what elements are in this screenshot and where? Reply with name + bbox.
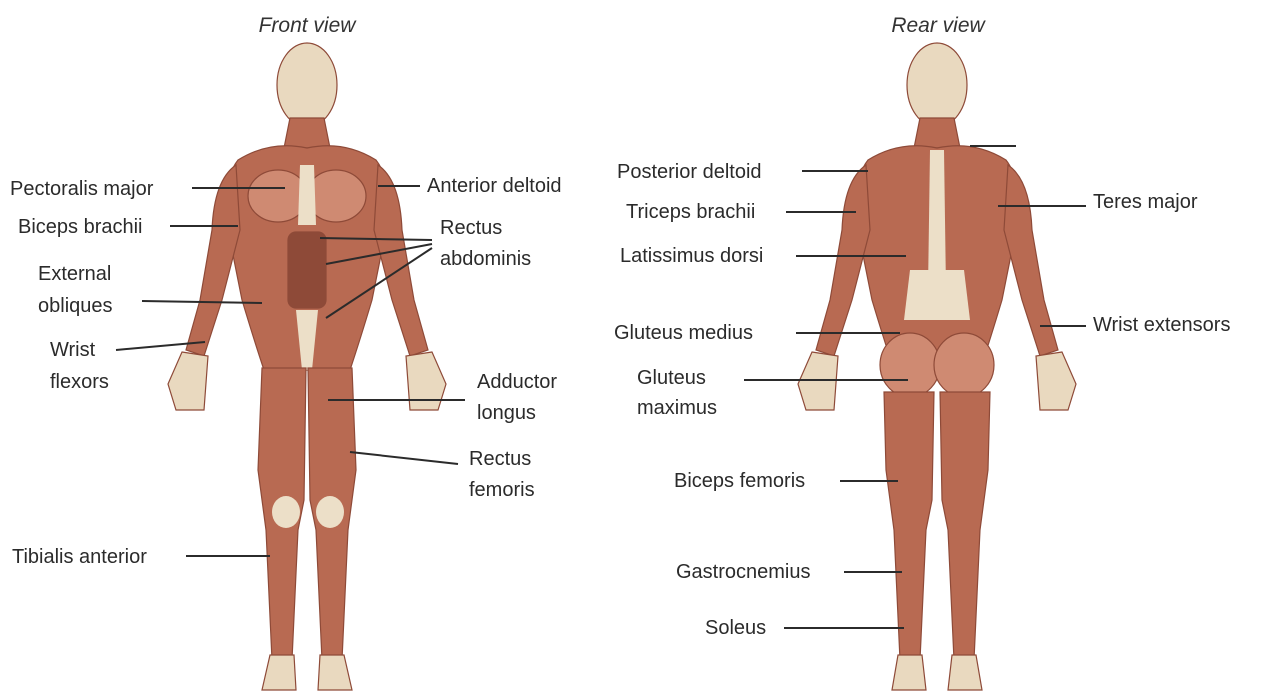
front-right-foot <box>318 655 352 690</box>
rear-body-figure <box>798 43 1076 690</box>
front-left-hand <box>168 352 208 410</box>
label-posterior-deltoid: Posterior deltoid <box>617 161 762 183</box>
front-abdominals <box>288 232 326 308</box>
rear-left-glute <box>880 333 940 397</box>
front-head <box>277 43 337 127</box>
label-adductor-longus-line1: Adductor <box>477 371 557 393</box>
front-right-hand <box>406 352 446 410</box>
label-gastrocnemius: Gastrocnemius <box>676 561 811 583</box>
label-wrist-flexors-line2: flexors <box>50 371 109 393</box>
label-tibialis-anterior: Tibialis anterior <box>12 546 147 568</box>
rear-right-glute <box>934 333 994 397</box>
label-gluteus-medius: Gluteus medius <box>614 322 753 344</box>
label-adductor-longus-line2: longus <box>477 402 536 424</box>
label-external-obliques-line1: External <box>38 263 111 285</box>
label-teres-major: Teres major <box>1093 191 1198 213</box>
rear-left-arm <box>816 165 870 356</box>
label-triceps-brachii: Triceps brachii <box>626 201 755 223</box>
label-latissimus-dorsi: Latissimus dorsi <box>620 245 763 267</box>
front-body-figure <box>168 43 446 690</box>
rear-right-foot <box>948 655 982 690</box>
label-wrist-extensors: Wrist extensors <box>1093 314 1230 336</box>
label-rectus-abdominis-line2: abdominis <box>440 248 531 270</box>
rear-right-hand <box>1036 352 1076 410</box>
leader-rectus-femoris <box>350 452 458 464</box>
front-neck <box>284 118 330 148</box>
rear-neck <box>914 118 960 148</box>
front-view-title: Front view <box>259 14 358 37</box>
rear-spine <box>928 150 946 290</box>
rear-right-leg <box>940 392 990 660</box>
label-external-obliques-line2: obliques <box>38 295 113 317</box>
label-rectus-abdominis-line1: Rectus <box>440 217 502 239</box>
label-anterior-deltoid: Anterior deltoid <box>427 175 562 197</box>
rear-view-title: Rear view <box>891 14 986 37</box>
front-left-foot <box>262 655 296 690</box>
label-soleus: Soleus <box>705 617 766 639</box>
front-right-arm <box>374 165 428 356</box>
rear-left-leg <box>884 392 934 660</box>
front-left-knee <box>272 496 300 528</box>
label-wrist-flexors-line1: Wrist <box>50 339 96 361</box>
label-rectus-femoris-line2: femoris <box>469 479 535 501</box>
front-left-arm <box>186 165 240 356</box>
label-rectus-femoris-line1: Rectus <box>469 448 531 470</box>
front-sternum <box>298 165 316 225</box>
rear-head <box>907 43 967 127</box>
rear-left-foot <box>892 655 926 690</box>
label-gluteus-maximus-line2: maximus <box>637 397 717 419</box>
label-pectoralis-major: Pectoralis major <box>10 178 154 200</box>
label-biceps-brachii: Biceps brachii <box>18 216 143 238</box>
rear-right-arm <box>1004 165 1058 356</box>
label-gluteus-maximus-line1: Gluteus <box>637 367 706 389</box>
front-right-knee <box>316 496 344 528</box>
rear-lumbar-fascia <box>904 270 970 320</box>
label-biceps-femoris: Biceps femoris <box>674 470 805 492</box>
